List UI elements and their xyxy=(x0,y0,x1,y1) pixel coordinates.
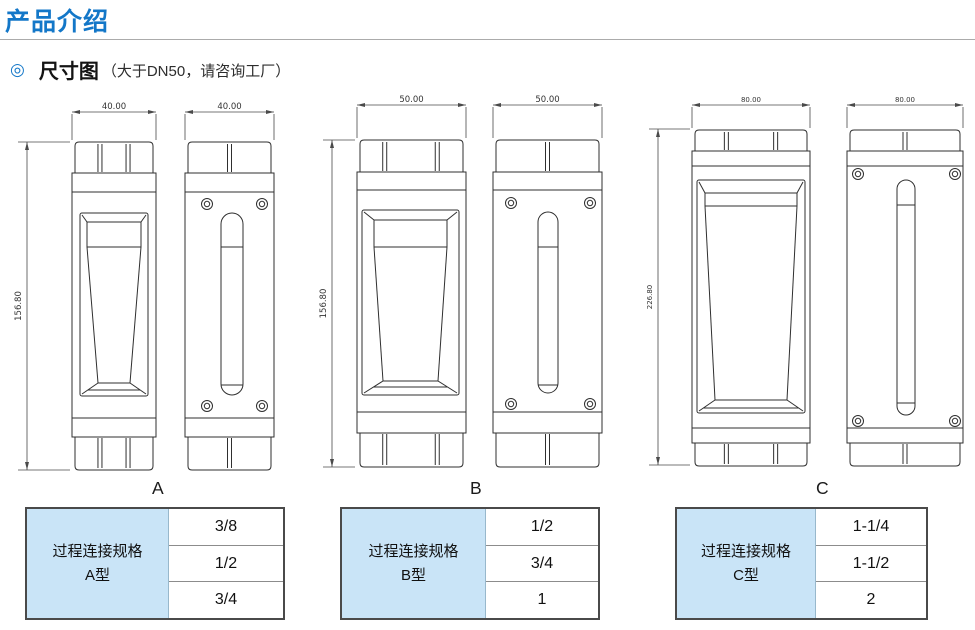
spec-header-line2: A型 xyxy=(84,566,110,584)
spec-value-cell: 3/8 xyxy=(214,517,238,535)
spec-table-c-values: 1-1/4 1-1/2 2 xyxy=(816,509,926,618)
spec-header-line1: 过程连接规格 xyxy=(368,542,459,560)
spec-value-cell: 1 xyxy=(486,581,598,618)
spec-table-b: 过程连接规格 B型 1/2 3/4 1 xyxy=(340,507,600,620)
spec-table-c-header: 过程连接规格 C型 xyxy=(677,509,816,618)
height-dimension-label: 226.80 xyxy=(646,285,654,310)
diagram-c-front-view xyxy=(691,129,811,467)
width-dimension-label: 80.00 xyxy=(741,96,761,104)
diagram-label-a: A xyxy=(152,478,164,498)
spec-value-cell: 3/4 xyxy=(486,544,598,582)
width-dimension-label: 80.00 xyxy=(895,96,915,104)
diagram-group-a: 40.00 40.00 156.80 xyxy=(14,102,275,471)
spec-table-a-header: 过程连接规格 A型 xyxy=(27,509,169,618)
spec-header-line1: 过程连接规格 xyxy=(52,542,143,560)
diagram-group-c: 80.00 80.00 226.80 xyxy=(646,96,964,467)
bullseye-icon: ◎ xyxy=(10,60,25,79)
section-note: （大于DN50，请咨询工厂） xyxy=(101,63,291,80)
spec-header-line2: B型 xyxy=(400,566,426,584)
spec-value-cell: 3/4 xyxy=(169,581,283,618)
height-dimension-label: 156.80 xyxy=(319,289,329,319)
title-divider xyxy=(0,39,975,40)
spec-value-cell: 2 xyxy=(816,581,926,618)
spec-header-line1: 过程连接规格 xyxy=(700,542,791,560)
spec-value-cell: 1-1/2 xyxy=(816,544,926,582)
width-dimension-label: 40.00 xyxy=(217,102,241,112)
spec-table-a: 过程连接规格 A型 3/8 1/2 3/4 xyxy=(25,507,285,620)
diagram-a-side-view xyxy=(184,141,275,471)
diagram-c-dimensions: 80.00 80.00 226.80 xyxy=(646,96,964,466)
spec-table-a-values: 3/8 1/2 3/4 xyxy=(169,509,283,618)
page-title: 产品介绍 xyxy=(5,8,110,36)
section-heading-row: ◎ 尺寸图 （大于DN50，请咨询工厂） xyxy=(10,55,290,84)
diagram-c-side-view xyxy=(846,129,964,467)
diagram-a-front-view xyxy=(71,141,157,471)
spec-value-cell: 1/2 xyxy=(530,517,554,535)
width-dimension-label: 50.00 xyxy=(399,95,423,105)
spec-table-b-values: 1/2 3/4 1 xyxy=(486,509,598,618)
diagram-group-b: 50.00 50.00 156.80 xyxy=(319,95,603,468)
diagram-b-front-view xyxy=(356,139,467,468)
diagram-b-side-view xyxy=(492,139,603,468)
diagram-label-b: B xyxy=(470,478,482,498)
width-dimension-label: 50.00 xyxy=(535,95,559,105)
spec-value-cell: 1/2 xyxy=(169,544,283,582)
section-heading: 尺寸图 xyxy=(38,61,99,83)
diagram-a-dimensions: 40.00 40.00 156.80 xyxy=(14,102,275,471)
spec-header-line2: C型 xyxy=(733,566,759,584)
width-dimension-label: 40.00 xyxy=(102,102,126,112)
diagram-b-dimensions: 50.00 50.00 156.80 xyxy=(319,95,603,468)
spec-value-cell: 1-1/4 xyxy=(852,517,890,535)
spec-table-b-header: 过程连接规格 B型 xyxy=(342,509,486,618)
spec-table-c: 过程连接规格 C型 1-1/4 1-1/2 2 xyxy=(675,507,928,620)
height-dimension-label: 156.80 xyxy=(14,291,24,321)
diagram-label-c: C xyxy=(816,478,829,498)
